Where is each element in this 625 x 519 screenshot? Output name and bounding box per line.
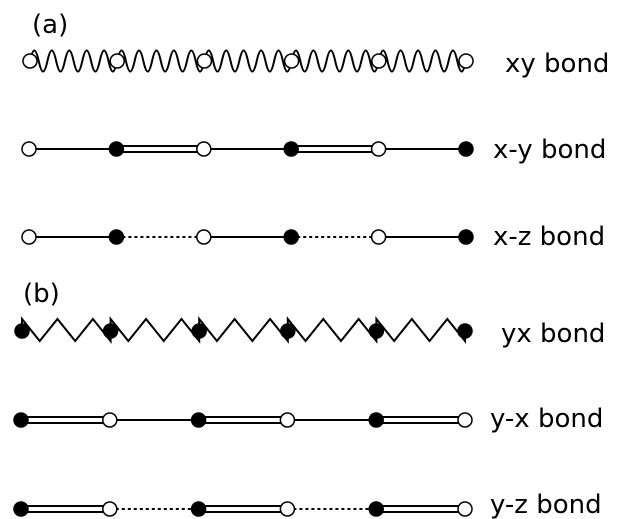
filled-node bbox=[190, 412, 207, 428]
open-node bbox=[102, 501, 118, 517]
open-node bbox=[279, 501, 296, 517]
panel-b: (b) yx bond y-x bond y-z bond bbox=[13, 279, 605, 519]
open-node bbox=[21, 229, 37, 245]
open-node bbox=[109, 53, 125, 69]
wavy-bond-line bbox=[290, 49, 380, 73]
filled-node bbox=[368, 412, 384, 428]
open-node bbox=[457, 412, 473, 428]
zigzag-bond-line bbox=[198, 316, 289, 344]
row-x-y-bond bbox=[21, 141, 474, 157]
zigzag-bond-line bbox=[375, 316, 466, 344]
filled-node bbox=[13, 412, 29, 428]
row-yx-bond bbox=[14, 316, 473, 344]
filled-node bbox=[108, 141, 125, 157]
open-node bbox=[196, 141, 212, 157]
open-node bbox=[370, 141, 387, 157]
filled-node bbox=[458, 141, 474, 157]
label-xy-bond: xy bond bbox=[505, 49, 609, 79]
filled-node bbox=[368, 501, 384, 517]
filled-node bbox=[14, 323, 30, 339]
label-x-z-bond: x-z bond bbox=[493, 222, 605, 252]
wavy-bond-line bbox=[116, 49, 206, 73]
zigzag-bond-line bbox=[109, 316, 201, 344]
open-node bbox=[371, 53, 387, 69]
open-node bbox=[196, 53, 213, 69]
filled-node bbox=[280, 323, 296, 339]
filled-node bbox=[191, 323, 207, 339]
filled-node bbox=[108, 229, 125, 245]
label-x-y-bond: x-y bond bbox=[493, 135, 606, 165]
filled-node bbox=[283, 141, 299, 157]
filled-node bbox=[457, 323, 473, 339]
open-node bbox=[279, 412, 296, 428]
row-x-z-bond bbox=[21, 229, 474, 245]
open-node bbox=[370, 229, 387, 245]
filled-node bbox=[13, 501, 29, 517]
row-xy-bond bbox=[22, 49, 474, 73]
filled-node bbox=[368, 323, 385, 339]
label-yx-bond: yx bond bbox=[501, 319, 605, 349]
filled-node bbox=[458, 229, 474, 245]
row-y-z-bond bbox=[13, 501, 473, 517]
wavy-bond-line bbox=[203, 49, 293, 73]
row-y-x-bond bbox=[13, 412, 473, 428]
open-node bbox=[458, 53, 474, 69]
wavy-bond-line bbox=[377, 49, 467, 73]
filled-node bbox=[283, 229, 299, 245]
filled-node bbox=[190, 501, 207, 517]
open-node bbox=[457, 501, 473, 517]
filled-node bbox=[102, 323, 119, 339]
open-node bbox=[196, 229, 212, 245]
open-node bbox=[283, 53, 300, 69]
zigzag-bond-line bbox=[21, 316, 112, 344]
panel-b-label: (b) bbox=[23, 279, 60, 309]
panel-a-label: (a) bbox=[32, 10, 68, 40]
open-node bbox=[21, 141, 37, 157]
zigzag-bond-line bbox=[286, 316, 378, 344]
wavy-bond-line bbox=[29, 49, 119, 73]
label-y-z-bond: y-z bond bbox=[490, 490, 602, 519]
open-node bbox=[102, 412, 118, 428]
open-node bbox=[22, 53, 38, 69]
label-y-x-bond: y-x bond bbox=[490, 404, 603, 434]
panel-a: (a) xy bond x-y bond x-z bond bbox=[21, 10, 609, 252]
